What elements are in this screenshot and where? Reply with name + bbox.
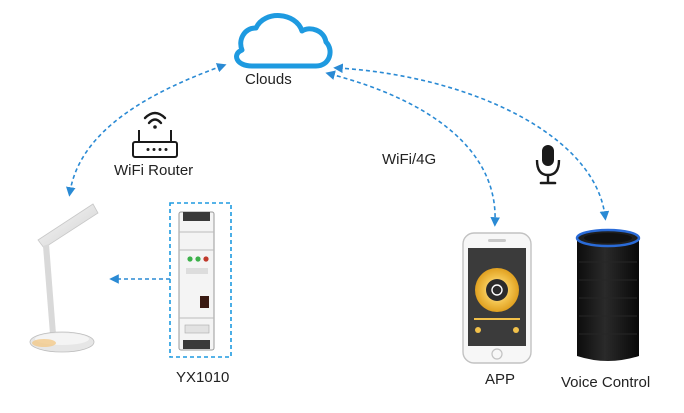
arrow-cloud-lamp: [66, 63, 227, 197]
router-label: WiFi Router: [114, 162, 194, 179]
voice-control-label: Voice Control: [561, 374, 651, 391]
module-label: YX1010: [176, 369, 230, 386]
smartphone-icon: [462, 232, 532, 364]
din-rail-module-icon: [169, 202, 232, 358]
microphone-icon: [535, 145, 561, 185]
app-label: APP: [485, 371, 516, 388]
arrow-cloud-app: [325, 70, 500, 227]
desk-lamp-icon: [29, 203, 99, 353]
cloud-icon: [234, 13, 333, 69]
smart-speaker-icon: [575, 228, 641, 361]
connection-label: WiFi/4G: [382, 151, 437, 168]
router-icon: [132, 111, 178, 158]
cloud-label: Clouds: [245, 71, 292, 88]
arrow-cloud-voice: [333, 63, 610, 221]
